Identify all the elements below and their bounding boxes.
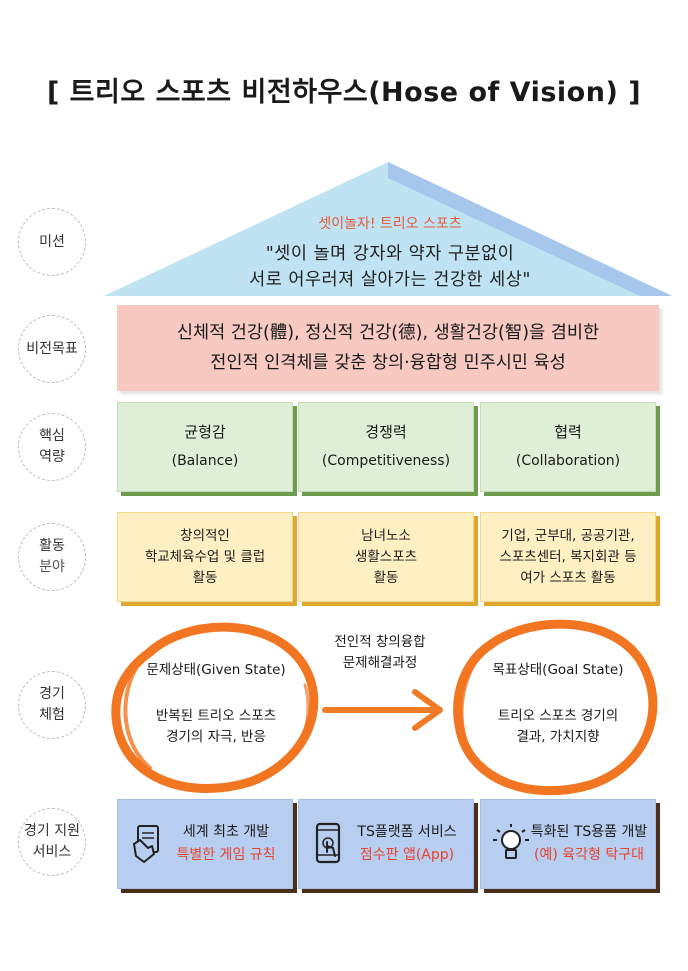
vision-line-1: 신체적 건강(體), 정신적 건강(德), 생활건강(智)을 겸비한 [176,323,600,343]
row-label-vision: 비전목표 [18,315,86,383]
activity-card-leisure: 기업, 군부대, 공공기관, 스포츠센터, 복지회관 등 여가 스포츠 활동 [480,512,656,602]
core-card-balance: 균형감 (Balance) [117,402,293,492]
row-label-activity: 활동 분야 [18,523,86,591]
activity-card-school: 창의적인 학교체육수업 및 클럽 활동 [117,512,293,602]
page-title: [ 트리오 스포츠 비전하우스(Hose of Vision) ] [46,77,642,108]
process-arrow [322,689,443,731]
mission-slogan: 셋이놀자! 트리오 스포츠 [318,216,462,232]
given-state-title: 문제상태(Given State) [146,662,286,678]
experience-graphic [111,619,658,796]
process-label: 전인적 창의융합 문제해결과정 [334,634,426,671]
support-line-1: 특화된 TS용품 개발 [530,824,648,840]
smartphone-touch-icon [315,822,341,864]
mission-statement: "셋이 놀며 강자와 약자 구분없이 서로 어우러져 살아가는 건강한 세상" [130,241,650,293]
lightbulb-icon [493,824,529,859]
core-card-collaboration: 협력 (Collaboration) [480,402,656,492]
given-state-description: 반복된 트리오 스포츠 경기의 자극, 반응 [155,708,277,745]
support-card-rules: 세계 최초 개발 특별한 게임 규칙 [117,799,293,889]
mission-line-2: 서로 어우러져 살아가는 건강한 세상" [249,270,531,290]
vision-goal-band: 신체적 건강(體), 정신적 건강(德), 생활건강(智)을 겸비한 전인적 인… [117,305,659,391]
goal-state-title: 목표상태(Goal State) [492,662,624,678]
row-label-core: 핵심 역량 [18,413,86,481]
row-label-experience: 경기 체험 [18,671,86,739]
goal-state-ring [453,619,658,796]
support-line-2: (예) 육각형 탁구대 [534,847,644,863]
rulebook-hand-icon [133,825,159,863]
row-label-support: 경기 지원 서비스 [18,808,86,876]
support-line-2: 특별한 게임 규칙 [176,847,276,863]
given-state-ring [111,622,319,793]
activity-card-lifestyle: 남녀노소 생활스포츠 활동 [298,512,474,602]
support-line-2: 점수판 앱(App) [359,847,455,863]
goal-state-description: 트리오 스포츠 경기의 결과, 가치지향 [497,708,619,745]
row-label-mission: 미션 [18,208,86,276]
vision-line-2: 전인적 인격체를 갖춘 창의·융합형 민주시민 육성 [210,353,566,373]
mission-line-1: "셋이 놀며 강자와 약자 구분없이 [265,244,515,264]
support-line-1: 세계 최초 개발 [182,824,270,840]
core-card-competitiveness: 경쟁력 (Competitiveness) [298,402,474,492]
support-card-equipment: 특화된 TS용품 개발 (예) 육각형 탁구대 [480,799,656,889]
roof-triangle [104,162,672,296]
support-line-1: TS플랫폼 서비스 [357,824,457,840]
support-card-platform: TS플랫폼 서비스 점수판 앱(App) [298,799,474,889]
